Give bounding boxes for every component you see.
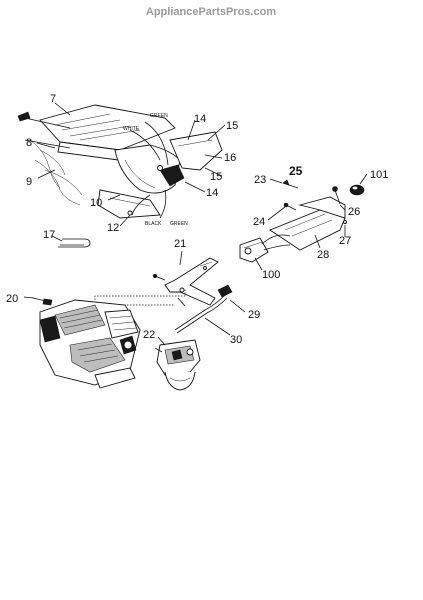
wire-label-green-bottom: GREEN	[170, 221, 188, 227]
control-bracket-assembly	[239, 179, 365, 263]
callout-22: 22	[143, 329, 155, 341]
callout-29: 29	[248, 309, 260, 321]
callout-25: 25	[289, 164, 303, 178]
leader-20	[23, 296, 35, 299]
callout-15-top: 15	[226, 120, 238, 132]
callout-100: 100	[262, 269, 280, 281]
wire-label-green-top: GREEN	[150, 113, 168, 119]
leader-22	[157, 336, 166, 346]
cotter-pin-part	[58, 238, 91, 248]
engine-part	[32, 297, 141, 389]
leader-21	[179, 250, 183, 266]
callout-28: 28	[317, 249, 329, 261]
callout-30: 30	[230, 334, 242, 346]
callout-21: 21	[174, 238, 186, 250]
callout-24: 24	[253, 216, 265, 228]
throttle-bracket-assembly	[152, 257, 233, 334]
engine-shroud-assembly	[17, 104, 223, 219]
leader-lines-right	[254, 173, 368, 271]
wire-label-white: WHITE	[123, 126, 140, 132]
leader-lines-upper	[36, 102, 226, 227]
callout-7: 7	[50, 93, 56, 105]
wire-label-black: BLACK	[145, 221, 162, 227]
callout-20: 20	[6, 293, 18, 305]
leader-17	[51, 235, 63, 242]
callout-16: 16	[224, 152, 236, 164]
callout-9: 9	[26, 176, 32, 188]
callout-27: 27	[339, 235, 351, 247]
callout-17: 17	[43, 229, 55, 241]
callout-101: 101	[370, 169, 388, 181]
leader-29	[229, 299, 246, 313]
callout-15-bottom: 15	[210, 171, 222, 183]
carburetor-part	[154, 339, 201, 391]
callout-14-bottom: 14	[206, 187, 218, 199]
callout-12: 12	[107, 222, 119, 234]
callout-10: 10	[90, 197, 102, 209]
callout-26: 26	[348, 206, 360, 218]
callout-14-top: 14	[194, 113, 206, 125]
leader-30	[204, 317, 231, 336]
callout-23: 23	[254, 174, 266, 186]
connector-line-bracket	[94, 288, 186, 300]
callout-8: 8	[26, 137, 32, 149]
watermark: AppliancePartsPros.com	[146, 6, 276, 18]
